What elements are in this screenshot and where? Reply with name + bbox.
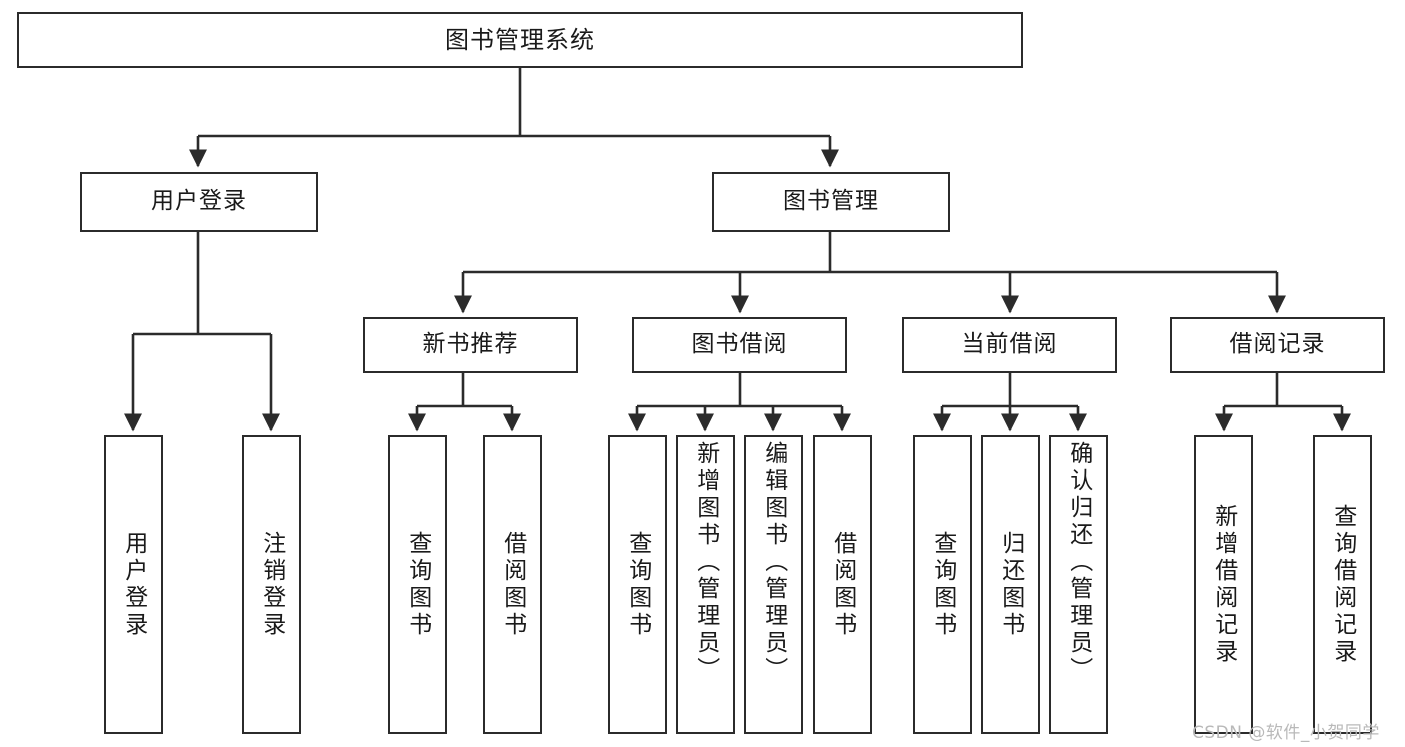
node-label: 图书借阅 xyxy=(691,331,788,358)
leaf-borrow-query-books[interactable]: 查询图书 xyxy=(608,435,667,734)
leaf-user-login-sign-out[interactable]: 注销登录 xyxy=(242,435,301,734)
leaf-user-login-sign-in[interactable]: 用户登录 xyxy=(104,435,163,734)
node-label: 确认归还（管理员） xyxy=(1065,441,1092,684)
node-label: 用户登录 xyxy=(151,188,247,215)
node-label: 归还图书 xyxy=(997,530,1024,639)
node-label: 查询图书 xyxy=(404,530,431,639)
node-user-login[interactable]: 用户登录 xyxy=(80,172,318,232)
node-root-book-management-system[interactable]: 图书管理系统 xyxy=(17,12,1023,68)
node-book-borrowing[interactable]: 图书借阅 xyxy=(632,317,847,373)
node-label: 注销登录 xyxy=(258,530,285,639)
node-label: 查询图书 xyxy=(929,530,956,639)
node-new-book-recommendation[interactable]: 新书推荐 xyxy=(363,317,578,373)
node-label: 图书管理系统 xyxy=(445,25,595,54)
node-label: 借阅图书 xyxy=(829,530,856,639)
leaf-record-query-borrow-record[interactable]: 查询借阅记录 xyxy=(1313,435,1372,734)
node-borrowing-record[interactable]: 借阅记录 xyxy=(1170,317,1385,373)
node-label: 查询借阅记录 xyxy=(1329,503,1356,666)
node-label: 当前借阅 xyxy=(961,331,1058,358)
node-label: 新增借阅记录 xyxy=(1210,503,1237,666)
node-label: 查询图书 xyxy=(624,530,651,639)
node-label: 编辑图书（管理员） xyxy=(760,441,787,684)
node-book-management[interactable]: 图书管理 xyxy=(712,172,950,232)
node-current-borrowing[interactable]: 当前借阅 xyxy=(902,317,1117,373)
leaf-current-confirm-return-admin[interactable]: 确认归还（管理员） xyxy=(1049,435,1108,734)
node-label: 借阅图书 xyxy=(499,530,526,639)
node-label: 新书推荐 xyxy=(422,331,519,358)
leaf-current-return-books[interactable]: 归还图书 xyxy=(981,435,1040,734)
node-label: 图书管理 xyxy=(783,188,879,215)
leaf-current-query-books[interactable]: 查询图书 xyxy=(913,435,972,734)
leaf-borrow-edit-book-admin[interactable]: 编辑图书（管理员） xyxy=(744,435,803,734)
node-label: 借阅记录 xyxy=(1229,331,1326,358)
csdn-watermark: CSDN @软件_小贺同学 xyxy=(1192,723,1380,743)
leaf-new-book-borrow-books[interactable]: 借阅图书 xyxy=(483,435,542,734)
leaf-borrow-borrow-books[interactable]: 借阅图书 xyxy=(813,435,872,734)
leaf-new-book-query-books[interactable]: 查询图书 xyxy=(388,435,447,734)
node-label: 新增图书（管理员） xyxy=(692,441,719,684)
node-label: 用户登录 xyxy=(120,530,147,639)
leaf-record-add-borrow-record[interactable]: 新增借阅记录 xyxy=(1194,435,1253,734)
leaf-borrow-add-book-admin[interactable]: 新增图书（管理员） xyxy=(676,435,735,734)
